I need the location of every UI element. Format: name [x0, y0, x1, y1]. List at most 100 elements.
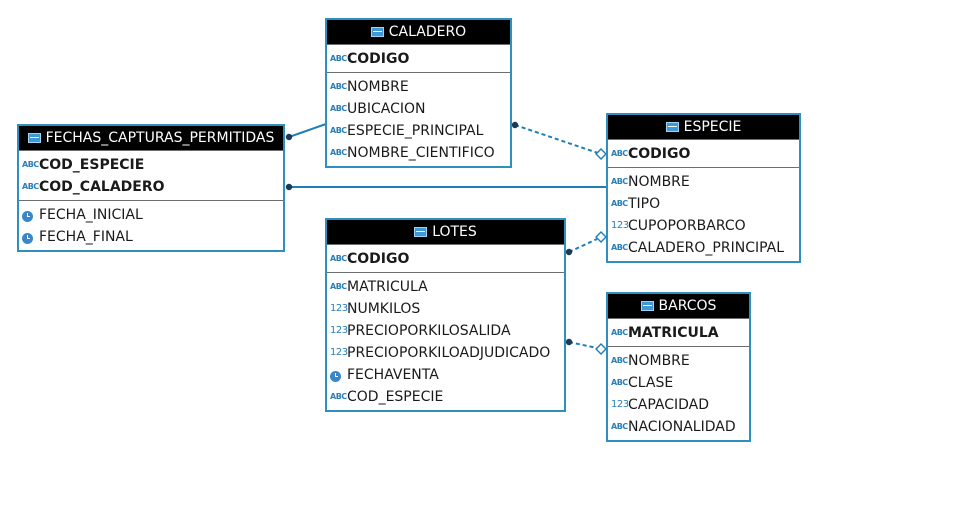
- column-name: FECHA_FINAL: [39, 229, 133, 245]
- column-row[interactable]: ABCNOMBRE_CIENTIFICO: [327, 142, 510, 164]
- column-row[interactable]: ABCNOMBRE: [608, 350, 749, 372]
- column-name: MATRICULA: [347, 279, 428, 295]
- column-name: NUMKILOS: [347, 301, 421, 317]
- text-type-icon: ABC: [330, 148, 347, 157]
- table-name: CALADERO: [388, 24, 467, 40]
- column-row[interactable]: FECHA_INICIAL: [19, 204, 283, 226]
- text-type-icon: ABC: [330, 282, 347, 291]
- column-name: PRECIOPORKILOADJUDICADO: [347, 345, 551, 361]
- column-name: NACIONALIDAD: [628, 419, 736, 435]
- column-name: CODIGO: [628, 146, 691, 162]
- text-type-icon: ABC: [611, 328, 628, 337]
- table-name: ESPECIE: [683, 119, 742, 135]
- text-type-icon: ABC: [611, 378, 628, 387]
- text-type-icon: ABC: [611, 422, 628, 431]
- key-column-row[interactable]: ABCCODIGO: [327, 48, 510, 70]
- column-row[interactable]: 123PRECIOPORKILOSALIDA: [327, 320, 564, 342]
- table-icon: [370, 27, 384, 37]
- key-columns: ABCCODIGO: [327, 44, 510, 72]
- column-name: NOMBRE: [628, 174, 690, 190]
- column-row[interactable]: ABCESPECIE_PRINCIPAL: [327, 120, 510, 142]
- column-name: NOMBRE_CIENTIFICO: [347, 145, 495, 161]
- column-name: CALADERO_PRINCIPAL: [628, 240, 785, 256]
- number-type-icon: 123: [611, 399, 629, 410]
- column-name: MATRICULA: [628, 325, 719, 341]
- clock-icon: [330, 364, 347, 386]
- clock-icon: [22, 204, 39, 226]
- column-row[interactable]: ABCNOMBRE: [327, 76, 510, 98]
- key-column-row[interactable]: ABCCODIGO: [608, 143, 799, 165]
- key-column-row[interactable]: ABCCOD_CALADERO: [19, 176, 283, 198]
- column-name: CODIGO: [347, 251, 410, 267]
- column-row[interactable]: 123PRECIOPORKILOADJUDICADO: [327, 342, 564, 364]
- link-fechas-caladero[interactable]: [285, 123, 327, 141]
- number-type-icon: 123: [330, 303, 348, 314]
- key-columns: ABCCODIGO: [327, 244, 564, 272]
- table-name: LOTES: [432, 224, 477, 240]
- column-name: COD_CALADERO: [39, 179, 165, 195]
- column-name: NOMBRE: [347, 79, 409, 95]
- text-type-icon: ABC: [611, 243, 628, 252]
- text-type-icon: ABC: [611, 199, 628, 208]
- text-type-icon: ABC: [330, 254, 347, 263]
- link-fechas-especie[interactable]: [285, 183, 607, 191]
- table-header[interactable]: CALADERO: [327, 20, 510, 44]
- link-lotes-barcos[interactable]: [565, 338, 607, 355]
- column-row[interactable]: FECHA_FINAL: [19, 226, 283, 248]
- column-name: CAPACIDAD: [628, 397, 710, 413]
- number-type-icon: 123: [611, 220, 629, 231]
- column-name: CUPOPORBARCO: [628, 218, 746, 234]
- column-row[interactable]: FECHAVENTA: [327, 364, 564, 386]
- column-row[interactable]: ABCNOMBRE: [608, 171, 799, 193]
- table-fechas-capturas-permitidas[interactable]: FECHAS_CAPTURAS_PERMITIDAS ABCCOD_ESPECI…: [17, 124, 285, 252]
- column-row[interactable]: ABCCOD_ESPECIE: [327, 386, 564, 408]
- key-columns: ABCCODIGO: [608, 139, 799, 167]
- table-header[interactable]: LOTES: [327, 220, 564, 244]
- table-icon: [27, 133, 41, 143]
- table-icon: [414, 227, 428, 237]
- key-column-row[interactable]: ABCCOD_ESPECIE: [19, 154, 283, 176]
- table-header[interactable]: FECHAS_CAPTURAS_PERMITIDAS: [19, 126, 283, 150]
- key-column-row[interactable]: ABCMATRICULA: [608, 322, 749, 344]
- column-name: PRECIOPORKILOSALIDA: [347, 323, 511, 339]
- column-row[interactable]: ABCCALADERO_PRINCIPAL: [608, 237, 799, 259]
- column-name: COD_ESPECIE: [39, 157, 145, 173]
- link-caladero-especie[interactable]: [511, 121, 607, 160]
- column-name: UBICACION: [347, 101, 426, 117]
- column-row[interactable]: ABCUBICACION: [327, 98, 510, 120]
- column-row[interactable]: 123CUPOPORBARCO: [608, 215, 799, 237]
- column-name: FECHA_INICIAL: [39, 207, 143, 223]
- column-row[interactable]: 123CAPACIDAD: [608, 394, 749, 416]
- text-type-icon: ABC: [330, 54, 347, 63]
- column-row[interactable]: ABCTIPO: [608, 193, 799, 215]
- columns: FECHA_INICIAL FECHA_FINAL: [19, 200, 283, 250]
- column-row[interactable]: ABCMATRICULA: [327, 276, 564, 298]
- table-icon: [640, 301, 654, 311]
- table-icon: [665, 122, 679, 132]
- table-name: BARCOS: [658, 298, 717, 314]
- text-type-icon: ABC: [611, 149, 628, 158]
- text-type-icon: ABC: [22, 160, 39, 169]
- table-header[interactable]: ESPECIE: [608, 115, 799, 139]
- column-name: CLASE: [628, 375, 674, 391]
- key-columns: ABCMATRICULA: [608, 318, 749, 346]
- column-row[interactable]: ABCNACIONALIDAD: [608, 416, 749, 438]
- column-row[interactable]: ABCCLASE: [608, 372, 749, 394]
- link-lotes-especie[interactable]: [565, 231, 607, 256]
- column-name: COD_ESPECIE: [347, 389, 444, 405]
- column-name: TIPO: [628, 196, 661, 212]
- number-type-icon: 123: [330, 325, 348, 336]
- column-row[interactable]: 123NUMKILOS: [327, 298, 564, 320]
- key-column-row[interactable]: ABCCODIGO: [327, 248, 564, 270]
- table-header[interactable]: BARCOS: [608, 294, 749, 318]
